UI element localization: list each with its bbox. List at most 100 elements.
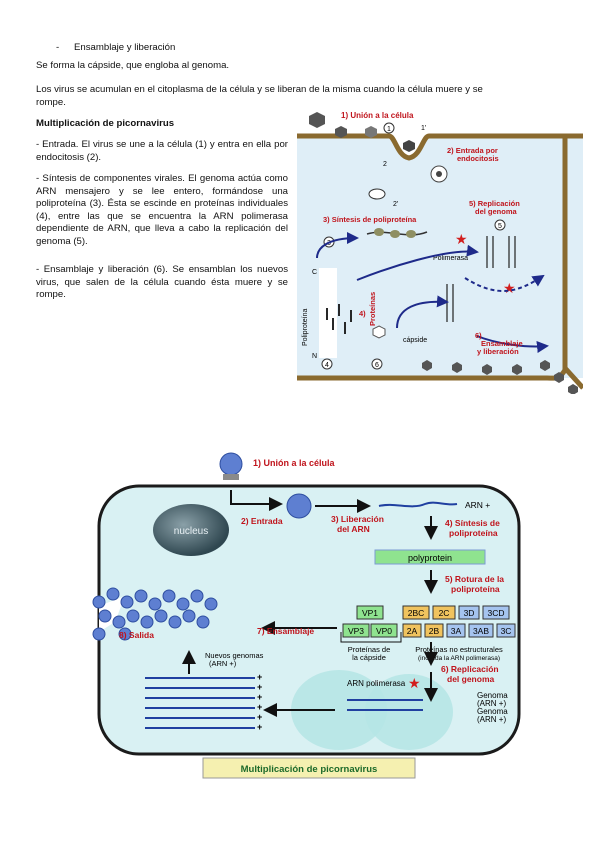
fig2-step3b: del ARN	[337, 524, 370, 534]
paragraph-liberacion: Los virus se acumulan en el citoplasma d…	[36, 84, 576, 109]
svg-text:+: +	[257, 712, 262, 722]
fig2-step7: 7) Ensamblaje	[257, 626, 314, 636]
box-3cd: 3CD	[487, 608, 504, 618]
arrow-to-assembly	[476, 335, 549, 353]
step2-label-b: endocitosis	[457, 154, 499, 163]
caption-label: Multiplicación de picornavirus	[241, 764, 378, 775]
cell-cytoplasm	[297, 138, 583, 378]
step6-label-a: 6)	[475, 331, 482, 340]
new-genome-lines	[145, 677, 255, 729]
paragraph-liberacion-line2: rompe.	[36, 96, 66, 108]
arrow-translation	[316, 232, 359, 259]
num-5: 5	[498, 223, 502, 230]
box-vp1: VP1	[362, 608, 378, 618]
svg-text:+: +	[257, 722, 262, 732]
polyprotein-label: polyprotein	[408, 553, 452, 563]
new-genomes-a: Nuevos genomas	[205, 651, 264, 660]
step2-label-a: 2) Entrada por	[447, 146, 498, 155]
fig2-step5a: 5) Rotura de la	[445, 574, 504, 584]
nucleus	[153, 504, 229, 556]
cell-membrane-right	[562, 136, 583, 390]
box-vp0: VP0	[376, 626, 392, 636]
fig2-step5b: poliproteína	[451, 584, 500, 594]
nucleus-label: nucleus	[174, 526, 208, 537]
num-5-circle	[494, 219, 506, 231]
virus-particles-top	[309, 112, 415, 152]
svg-text:+: +	[257, 682, 262, 692]
protein-boxes: VP1 VP3 VP0 2BC 2C 3D 3CD 2A 2B 3A 3AB 3…	[342, 605, 516, 638]
fig2-step2: 2) Entrada	[241, 516, 283, 526]
step1-label: 1) Unión a la célula	[341, 111, 414, 120]
step5-label-a: 5) Replicación	[469, 199, 520, 208]
num-1p: 1'	[421, 125, 426, 132]
capside-label: cápside	[403, 337, 427, 344]
er-blob-1	[291, 670, 387, 750]
virus-inside	[286, 493, 312, 519]
arn-strand	[378, 501, 458, 508]
genoma-b: (ARN +)	[477, 699, 506, 708]
polymerase-star: ★	[455, 231, 468, 247]
box-2c: 2C	[439, 608, 450, 618]
capsid-proteins-b: la cápside	[352, 653, 386, 662]
cell-membrane-top	[297, 133, 583, 161]
step5-label-b: del genoma	[475, 207, 518, 216]
capsid-proteins-a: Proteínas de	[348, 645, 391, 654]
protein-fragments	[326, 304, 352, 334]
uncoating-vesicle	[368, 188, 386, 200]
num-1: 1	[387, 126, 391, 133]
fig2-step1: 1) Unión a la célula	[253, 458, 336, 468]
arrow-entry	[230, 490, 283, 511]
new-virions	[422, 360, 578, 394]
fig2-step4a: 4) Síntesis de	[445, 518, 500, 528]
nonstruct-a: Proteínas no estructurales	[415, 645, 503, 654]
paragraph-capside: Se forma la cápside, que engloba al geno…	[36, 60, 230, 71]
arrow-assembly	[396, 295, 449, 329]
genoma-d: (ARN +)	[477, 715, 506, 724]
step4-label-a: 4)	[359, 309, 366, 318]
box-2b: 2B	[429, 626, 440, 636]
polyprotein-bar	[374, 549, 486, 565]
num-6-circle	[371, 358, 383, 370]
section-heading-multiplicacion: Multiplicación de picornavirus	[36, 118, 175, 129]
box-vp3: VP3	[348, 626, 364, 636]
fig2-step8: 8) Salida	[119, 630, 154, 640]
receptor	[223, 474, 239, 480]
new-genomes-b: (ARN +)	[209, 659, 237, 668]
endosome-virus	[436, 171, 442, 177]
figure-picornavirus-cycle: 1 1' 1) Unión a la célula 2) Entrada por…	[297, 111, 583, 394]
arn-polimerasa-label: ARN polimerasa	[347, 679, 406, 688]
exiting-virions	[92, 587, 218, 641]
genoma-a: Genoma	[477, 691, 508, 700]
fig2-step4b: poliproteína	[449, 528, 498, 538]
bracket-capsid	[340, 632, 402, 643]
replication-star: ★	[503, 280, 516, 296]
paragraph-liberacion-line1: Los virus se acumulan en el citoplasma d…	[36, 84, 483, 95]
capsid-shape	[372, 325, 386, 339]
c-terminus: C	[312, 269, 317, 276]
ribosomes	[374, 228, 416, 238]
poliproteina-label: Poliproteína	[302, 309, 309, 346]
arrow-to-polymerase	[356, 244, 479, 281]
paragraph-sintesis: - Síntesis de componentes virales. El ge…	[36, 173, 288, 247]
svg-text:+: +	[257, 702, 262, 712]
genoma-c: Genoma	[477, 707, 508, 716]
fig2-step6b: del genoma	[447, 674, 495, 684]
num-2: 2	[383, 161, 387, 168]
step3-label: 3) Síntesis de poliproteína	[323, 215, 417, 224]
nonstruct-b: (incluida la ARN polimerasa)	[418, 655, 500, 662]
plus-signs: + + + + + +	[257, 672, 262, 732]
fig2-step6a: 6) Replicación	[441, 664, 499, 674]
num-6: 6	[375, 362, 379, 369]
box-3ab: 3AB	[473, 626, 489, 636]
step4-label-b: Proteínas	[368, 292, 377, 326]
polimerasa-label: Polimerasa	[433, 255, 468, 262]
heading-ensamblaje-text: Ensamblaje y liberación	[74, 42, 176, 53]
num-4: 4	[325, 362, 329, 369]
heading-ensamblaje: -Ensamblaje y liberación	[56, 42, 175, 55]
num-2p: 2'	[393, 201, 398, 208]
svg-text:+: +	[257, 692, 262, 702]
step6-label-b: Ensamblaje	[481, 339, 523, 348]
paragraph-entrada: - Entrada. El virus se une a la célula (…	[36, 139, 288, 163]
arrow-replication-dashed	[464, 274, 545, 292]
num-1-circle	[383, 122, 395, 134]
